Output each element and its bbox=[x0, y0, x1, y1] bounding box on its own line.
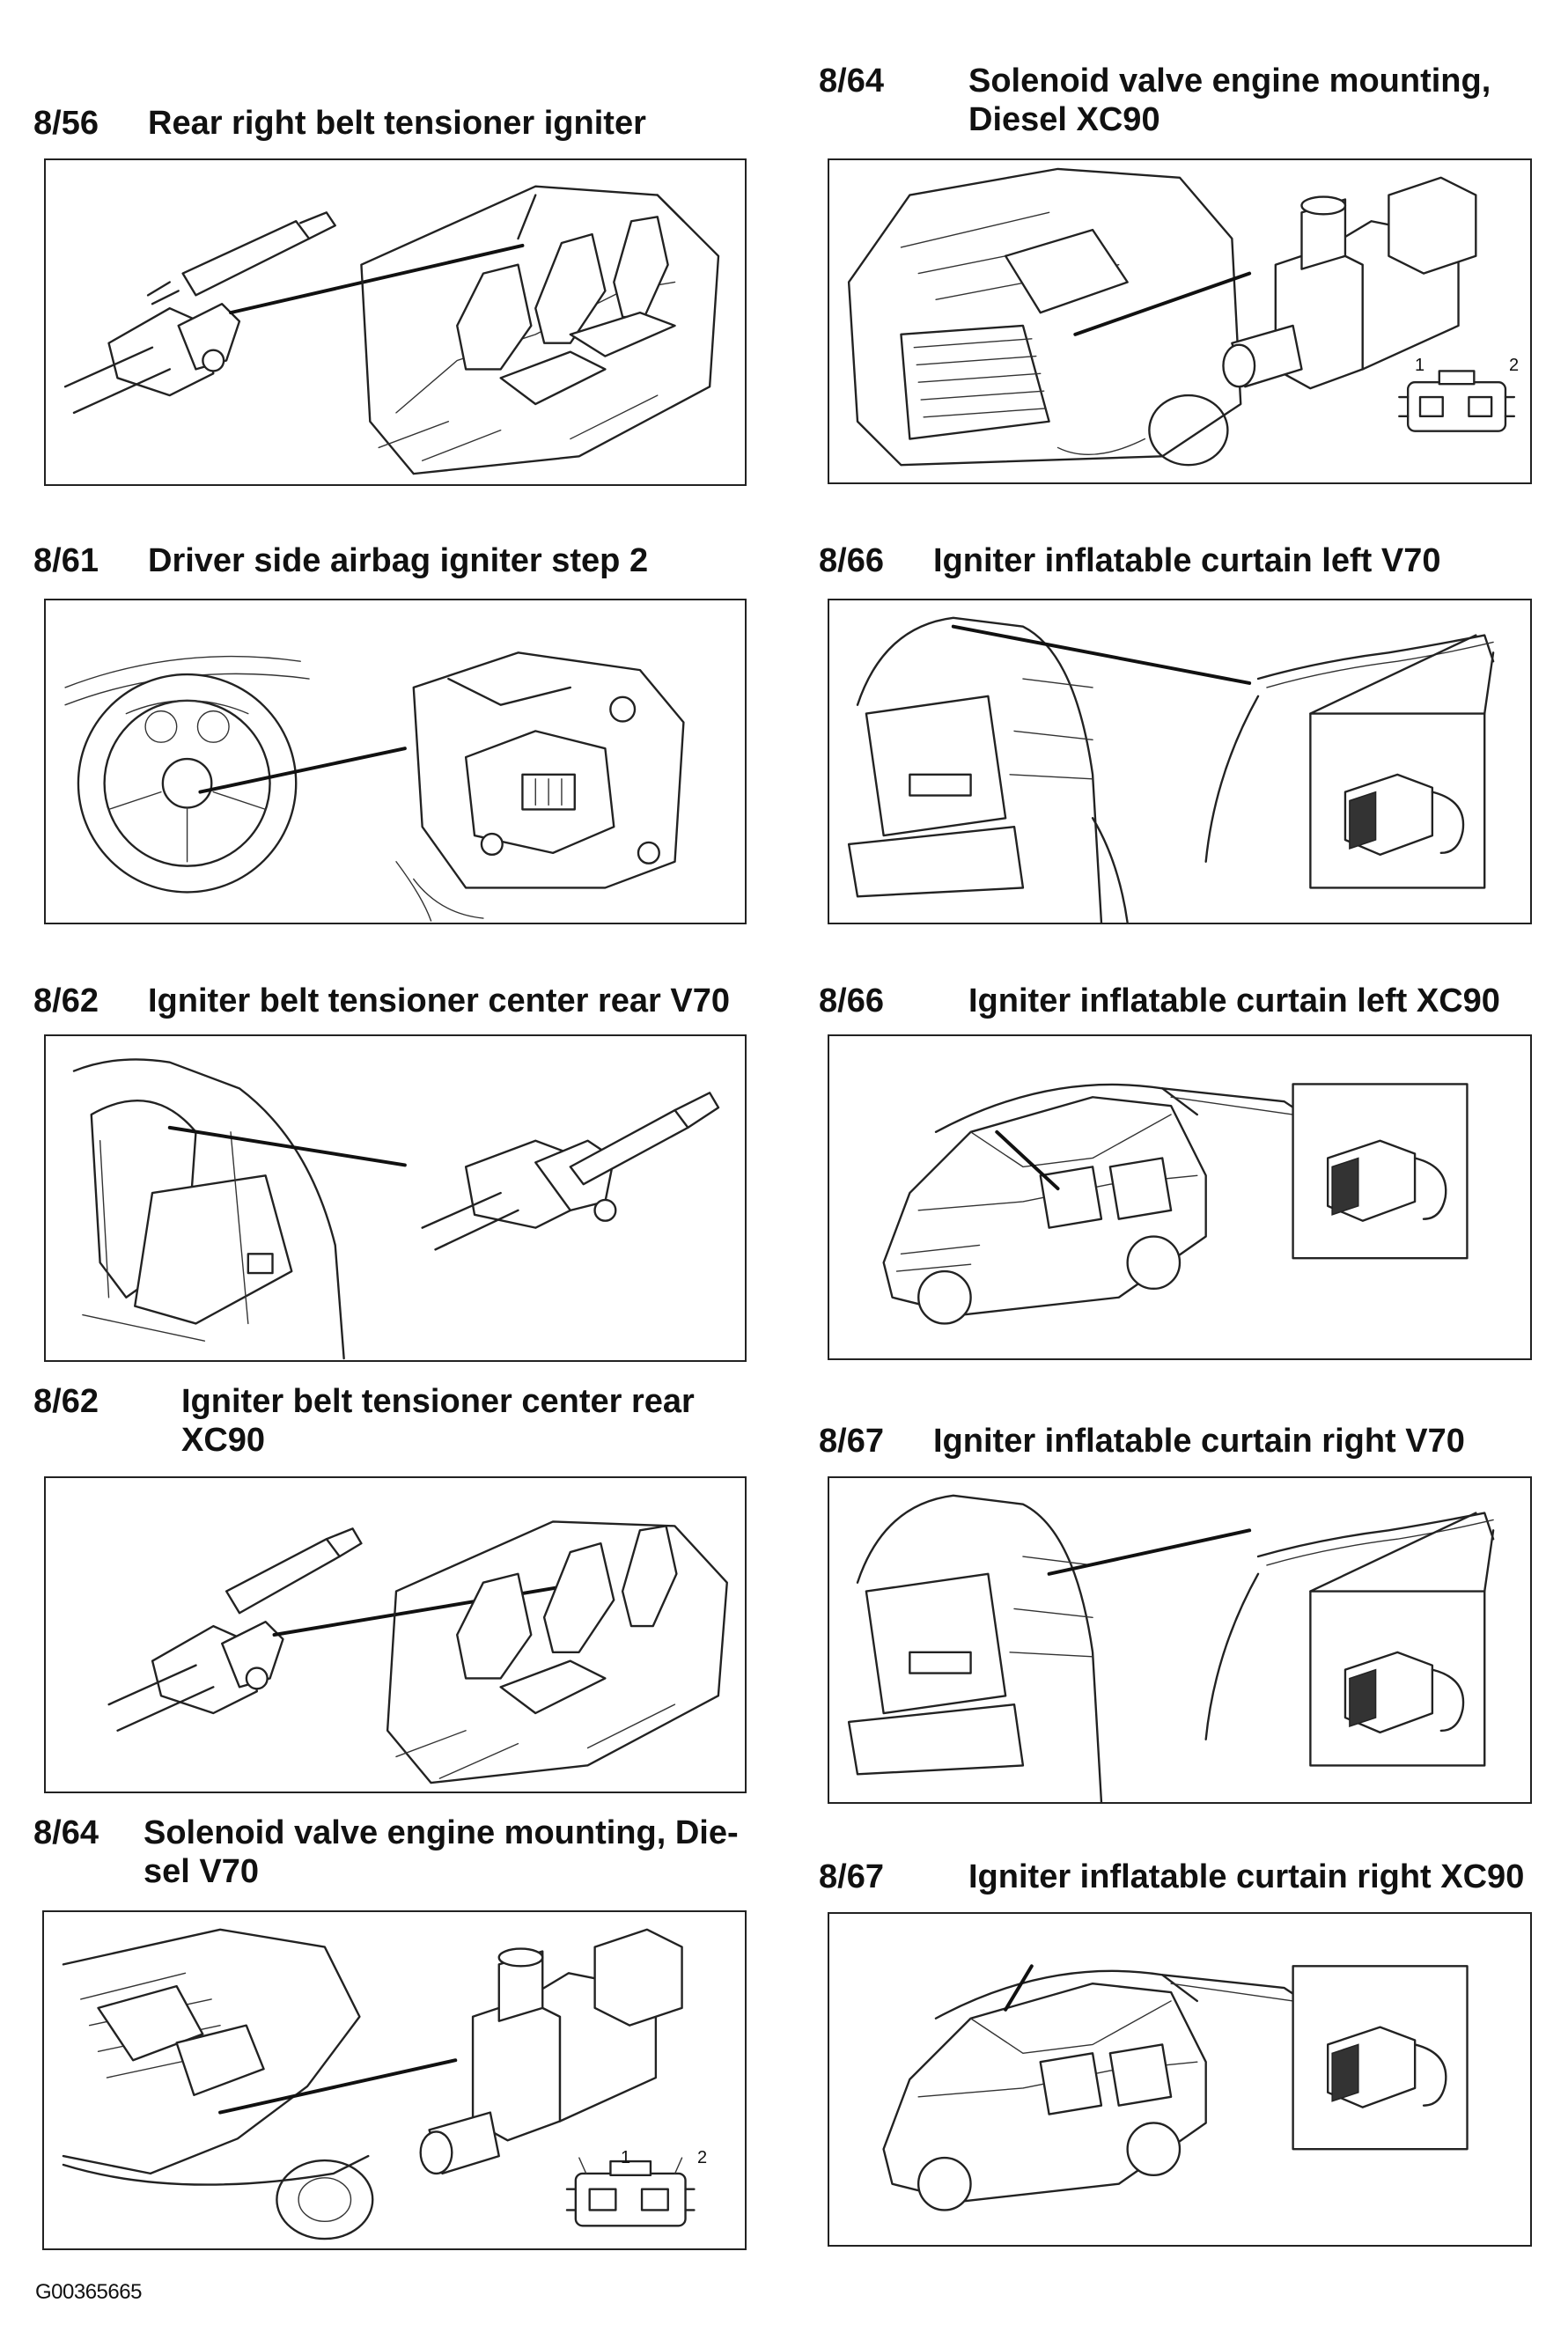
illustration-driver-airbag bbox=[44, 599, 747, 924]
section-number: 8/56 bbox=[33, 105, 99, 142]
section-title: Rear right belt tensioner igniter bbox=[148, 105, 646, 142]
section-title: Igniter inflatable curtain left V70 bbox=[933, 542, 1441, 579]
connector-pin-2-label: 2 bbox=[1509, 356, 1520, 375]
section-title: Driver side airbag igniter step 2 bbox=[148, 542, 649, 579]
airbag-drawing bbox=[64, 651, 685, 922]
section-title: Igniter belt tensioner center rear V70 bbox=[148, 982, 731, 1019]
solenoid-valve-xc90-drawing bbox=[847, 167, 1516, 467]
illustration-solenoid-valve-v70: 1 2 bbox=[42, 1910, 747, 2250]
section-title: Igniter inflatable curtain left XC90 bbox=[968, 982, 1500, 1019]
section-title-line-1: Igniter belt tensioner center rear bbox=[181, 1383, 695, 1420]
curtain-right-xc90-drawing bbox=[882, 1964, 1469, 2211]
illustration-curtain-right-xc90 bbox=[828, 1912, 1532, 2247]
section-number: 8/67 bbox=[819, 1858, 884, 1895]
connector-pin-2-label: 2 bbox=[697, 2148, 708, 2167]
illustration-solenoid-valve-xc90: 1 2 bbox=[828, 158, 1532, 484]
section-number: 8/62 bbox=[33, 1383, 99, 1420]
section-number: 8/66 bbox=[819, 982, 884, 1019]
belt-tensioner-drawing bbox=[63, 185, 720, 475]
section-number: 8/61 bbox=[33, 542, 99, 579]
section-title-line-2: sel V70 bbox=[144, 1853, 259, 1890]
curtain-left-xc90-drawing bbox=[882, 1083, 1469, 1325]
section-title-line-1: Solenoid valve engine mounting, Die- bbox=[144, 1814, 739, 1851]
belt-tensioner-xc90-drawing bbox=[107, 1520, 728, 1784]
section-number: 8/64 bbox=[33, 1814, 99, 1851]
curtain-right-v70-drawing bbox=[847, 1494, 1495, 1802]
section-title-line-2: XC90 bbox=[181, 1422, 266, 1459]
belt-tensioner-v70-drawing bbox=[72, 1058, 720, 1360]
illustration-curtain-right-v70 bbox=[828, 1476, 1532, 1804]
section-number: 8/64 bbox=[819, 63, 884, 99]
curtain-left-v70-drawing bbox=[847, 616, 1495, 923]
solenoid-valve-v70-drawing bbox=[62, 1928, 696, 2240]
section-title: Igniter inflatable curtain right V70 bbox=[933, 1423, 1465, 1460]
illustration-belt-tensioner-center-v70 bbox=[44, 1034, 747, 1362]
illustration-curtain-left-xc90 bbox=[828, 1034, 1532, 1360]
section-number: 8/66 bbox=[819, 542, 884, 579]
section-title: Igniter inflatable curtain right XC90 bbox=[968, 1858, 1525, 1895]
section-number: 8/62 bbox=[33, 982, 99, 1019]
section-title-line-2: Diesel XC90 bbox=[968, 101, 1160, 138]
section-title-line-1: Solenoid valve engine mounting, bbox=[968, 63, 1491, 99]
illustration-curtain-left-v70 bbox=[828, 599, 1532, 924]
illustration-belt-tensioner-center-xc90 bbox=[44, 1476, 747, 1793]
connector-pin-1-label: 1 bbox=[1415, 356, 1425, 375]
figure-reference: G00365665 bbox=[35, 2280, 142, 2304]
connector-pin-1-label: 1 bbox=[621, 2148, 631, 2167]
section-number: 8/67 bbox=[819, 1423, 884, 1460]
illustration-belt-tensioner-rear-right bbox=[44, 158, 747, 486]
